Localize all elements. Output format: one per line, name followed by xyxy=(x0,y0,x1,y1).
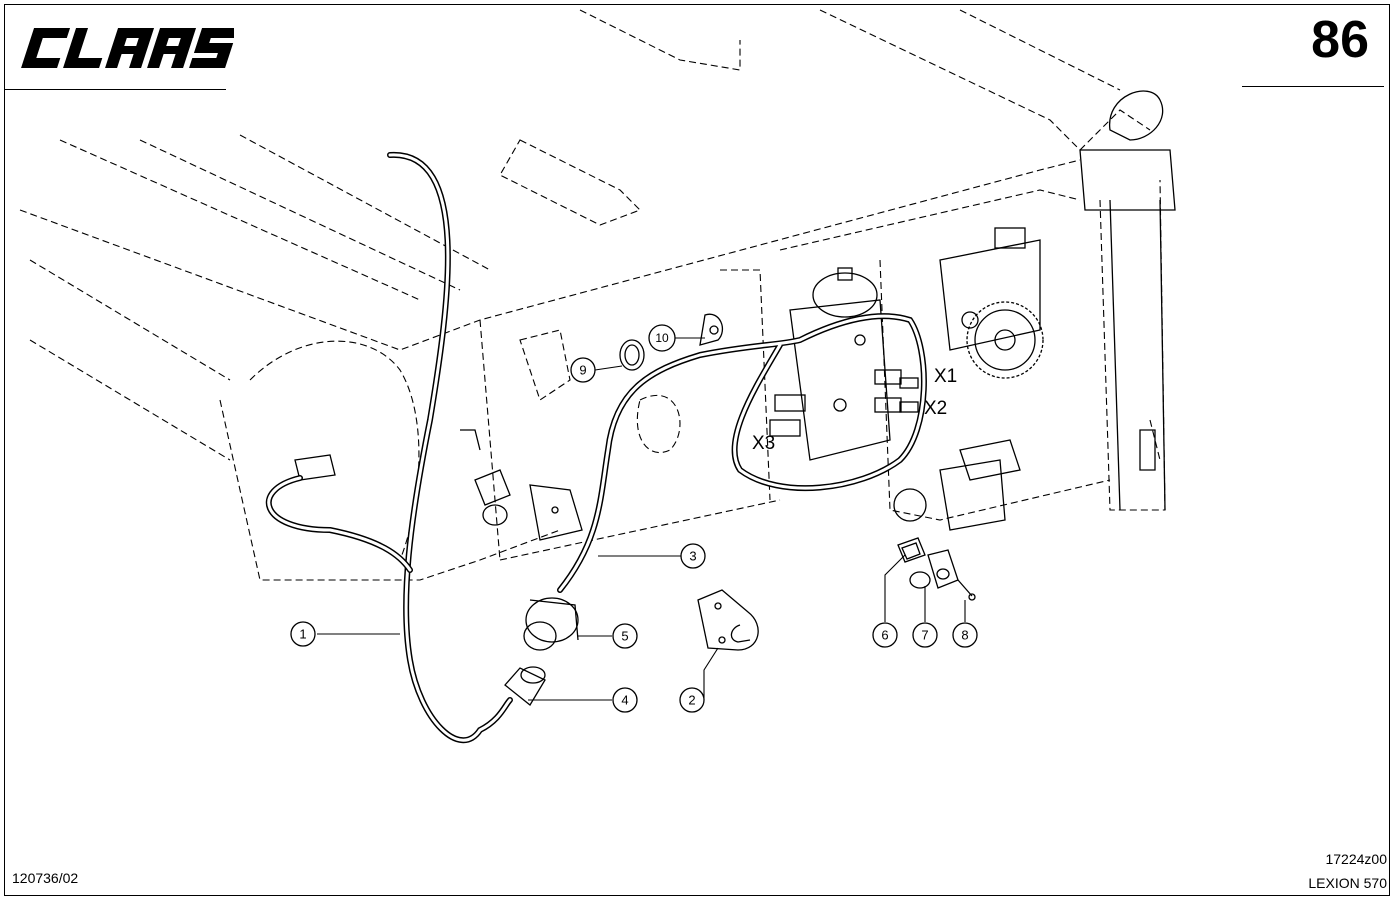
callout-1: 1 xyxy=(290,621,316,647)
clamp-9 xyxy=(619,339,645,371)
plug-4 xyxy=(504,666,546,706)
callout-7-number: 7 xyxy=(921,628,928,643)
header-rule-left xyxy=(4,89,226,90)
callout-8: 8 xyxy=(952,622,978,648)
valve-block xyxy=(769,267,919,461)
cable-3 xyxy=(557,313,927,593)
clamp-10 xyxy=(699,313,723,346)
callout-6-number: 6 xyxy=(881,628,888,643)
plug-connectors xyxy=(294,454,511,526)
socket-5 xyxy=(523,597,579,651)
model-name: LEXION 570 xyxy=(1308,875,1387,891)
connector-label-x3: X3 xyxy=(752,433,775,454)
callout-10: 10 xyxy=(648,324,676,352)
callout-3: 3 xyxy=(680,543,706,569)
bracket-mounted xyxy=(460,429,583,541)
bracket-2 xyxy=(697,589,759,651)
document-number: 120736/02 xyxy=(12,870,79,886)
callout-2-number: 2 xyxy=(688,693,695,708)
gear-assembly xyxy=(939,227,1044,379)
frame-post xyxy=(893,90,1176,531)
callout-2: 2 xyxy=(679,687,705,713)
cable-1 xyxy=(265,151,513,744)
machine-body-outline xyxy=(19,9,1166,581)
header-rule-right xyxy=(1242,86,1384,87)
leader-lines xyxy=(317,337,966,701)
drawing-frame xyxy=(4,4,1390,896)
drawing-code: 17224z00 xyxy=(1325,851,1387,867)
screw-8 xyxy=(957,579,976,601)
claas-logo xyxy=(21,28,234,68)
callout-3-number: 3 xyxy=(689,549,696,564)
callout-7: 7 xyxy=(912,622,938,648)
callout-5: 5 xyxy=(612,623,638,649)
callout-9: 9 xyxy=(570,357,596,383)
connector-label-x1: X1 xyxy=(934,366,957,387)
callout-4-number: 4 xyxy=(621,693,628,708)
callout-5-number: 5 xyxy=(621,629,628,644)
callout-10-number: 10 xyxy=(655,331,669,345)
callout-1-number: 1 xyxy=(299,627,306,642)
connector-label-x2: X2 xyxy=(924,398,947,419)
page-number: 86 xyxy=(1311,11,1369,69)
callout-9-number: 9 xyxy=(579,363,586,378)
callout-6: 6 xyxy=(872,622,898,648)
callout-4: 4 xyxy=(612,687,638,713)
callout-8-number: 8 xyxy=(961,628,968,643)
